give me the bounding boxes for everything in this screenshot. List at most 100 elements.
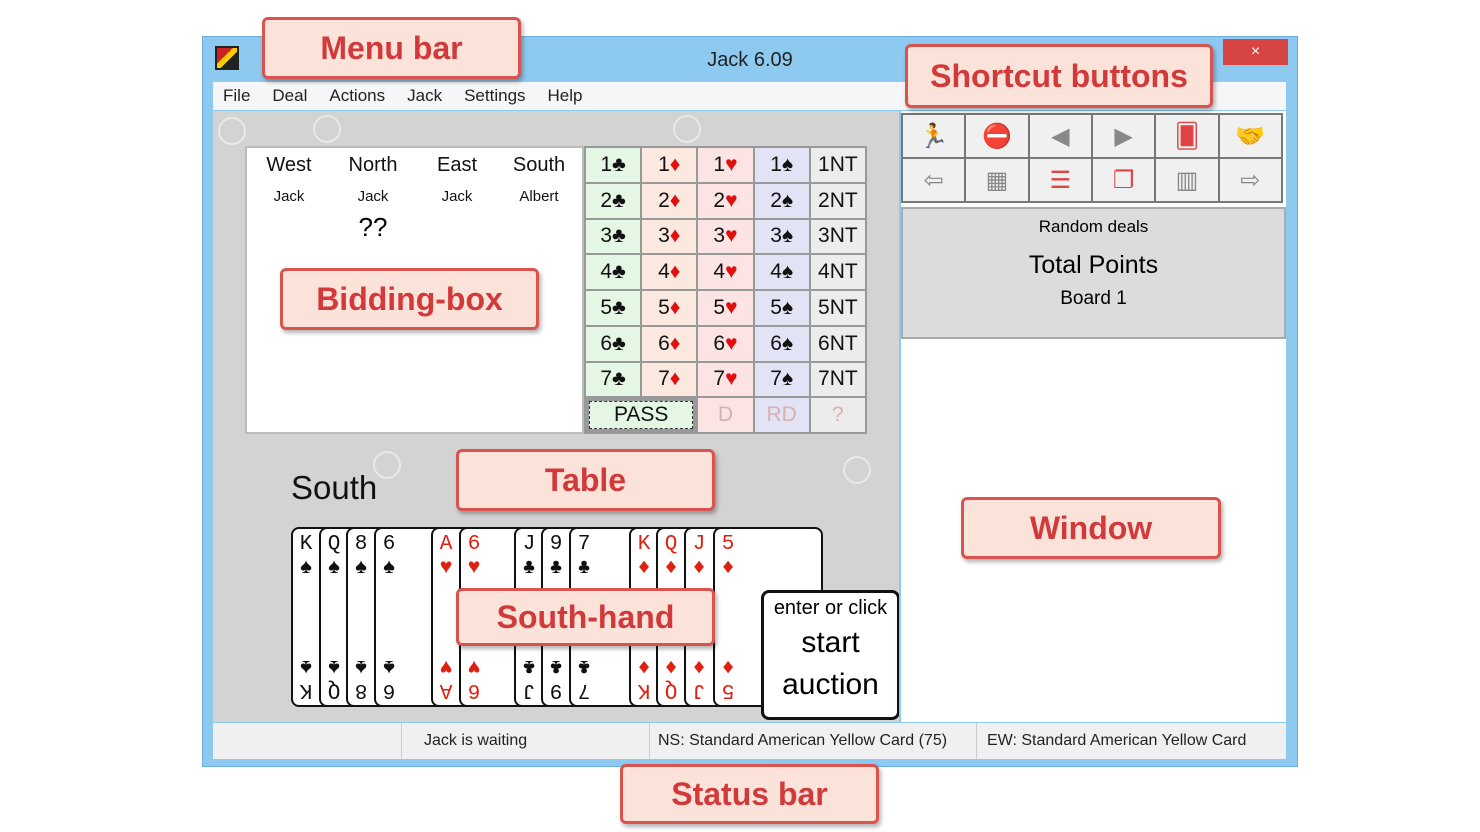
bid-5-diamonds[interactable]: 5♦ [642, 291, 697, 325]
bid-1-clubs[interactable]: 1♣ [586, 148, 641, 182]
menu-help[interactable]: Help [547, 86, 583, 105]
bid-2-hearts[interactable]: 2♥ [698, 183, 753, 218]
bid-level: 5 [713, 295, 726, 319]
bid-3-diamonds[interactable]: 3♦ [642, 219, 697, 254]
scoresheet-button[interactable]: ▦ [966, 159, 1028, 201]
bid-5-spades[interactable]: 5♠ [754, 291, 809, 325]
bid-level: 3 [818, 224, 830, 248]
forward-arrow-button[interactable]: ⇨ [1219, 159, 1281, 201]
stop-button[interactable]: ⛔ [966, 115, 1028, 157]
stack-button[interactable]: ☰ [1029, 159, 1091, 201]
callout-menu-bar: Menu bar [262, 17, 521, 79]
auction-text: auction [782, 668, 879, 701]
card-suit-icon: ♦ [721, 654, 735, 677]
player-east: Jack [441, 188, 473, 205]
bid-level: 4 [713, 260, 726, 284]
card-suit-icon: ♣ [522, 557, 536, 580]
bid-2-spades[interactable]: 2♠ [754, 183, 809, 218]
bid-7-diamonds[interactable]: 7♦ [642, 362, 697, 397]
bid-7-spades[interactable]: 7♠ [754, 362, 809, 397]
columns-button[interactable]: ▥ [1156, 159, 1218, 201]
club-pattern [373, 451, 401, 479]
bid-level: 7 [658, 367, 670, 391]
card-rank: Q [327, 533, 341, 556]
bid-level: 4 [770, 260, 782, 284]
seat-west: West [266, 154, 312, 176]
bid-6-clubs[interactable]: 6♣ [586, 326, 641, 361]
bid-6-diamonds[interactable]: 6♦ [642, 326, 697, 361]
bid-help-button[interactable]: ? [810, 398, 865, 432]
card-rank: J [692, 533, 706, 556]
bid-2-diamonds[interactable]: 2♦ [642, 183, 697, 218]
handshake-button[interactable]: 🤝 [1219, 115, 1281, 157]
bid-1-diamonds[interactable]: 1♦ [642, 148, 697, 182]
bid-level: 7 [818, 367, 830, 391]
bid-7-hearts[interactable]: 7♥ [698, 362, 753, 397]
bid-level: 4 [818, 260, 830, 284]
club-pattern [218, 117, 246, 145]
bid-3-hearts[interactable]: 3♥ [698, 219, 753, 254]
next-button[interactable]: ▶ [1092, 115, 1155, 157]
status-jack: Jack is waiting [401, 723, 649, 759]
deal-hand-button[interactable]: 🂠 [1156, 115, 1218, 157]
bid-level: 5 [818, 295, 830, 319]
menu-file[interactable]: File [223, 86, 251, 105]
menu-actions[interactable]: Actions [329, 86, 386, 105]
bid-1-spades[interactable]: 1♠ [754, 148, 809, 182]
run-button[interactable]: 🏃 [903, 115, 965, 157]
status-bar: Jack is waiting NS: Standard American Ye… [213, 723, 1286, 759]
card-suit-icon: ♥ [439, 654, 453, 677]
redouble-button[interactable]: RD [754, 398, 809, 432]
bid-2-clubs[interactable]: 2♣ [586, 183, 641, 218]
bid-level: 1 [713, 152, 726, 176]
bid-7-clubs[interactable]: 7♣ [586, 362, 641, 397]
card-suit-icon: ♠ [299, 557, 313, 580]
start-hint: enter or click [773, 597, 888, 619]
clubs-icon: ♣ [612, 188, 626, 212]
menu-jack[interactable]: Jack [407, 86, 443, 105]
diamonds-icon: ♦ [669, 260, 681, 284]
diamonds-icon: ♦ [669, 152, 681, 176]
bid-3-spades[interactable]: 3♠ [754, 219, 809, 254]
bid-level: 4 [600, 260, 613, 284]
bid-1-hearts[interactable]: 1♥ [698, 148, 753, 182]
back-arrow-button[interactable]: ⇦ [903, 159, 965, 201]
bid-3-clubs[interactable]: 3♣ [586, 219, 641, 254]
bid-level: 2 [658, 188, 670, 212]
close-button[interactable]: × [1223, 39, 1288, 65]
menu-deal[interactable]: Deal [272, 86, 308, 105]
card-suit-icon: ♠ [354, 654, 368, 677]
bid-4-clubs[interactable]: 4♣ [586, 255, 641, 289]
pass-button[interactable]: PASS [589, 401, 694, 429]
hearts-icon: ♥ [725, 295, 738, 319]
bid-6-spades[interactable]: 6♠ [754, 326, 809, 361]
bid-4-hearts[interactable]: 4♥ [698, 255, 753, 289]
menu-settings[interactable]: Settings [464, 86, 526, 105]
start-auction-button[interactable]: enter or click start auction [761, 590, 899, 720]
bid-5-hearts[interactable]: 5♥ [698, 291, 753, 325]
double-button[interactable]: D [698, 398, 753, 432]
cards-button[interactable]: ❐ [1092, 159, 1155, 201]
bid-6-hearts[interactable]: 6♥ [698, 326, 753, 361]
card-rank: 6 [382, 678, 396, 701]
previous-icon: ◀ [1051, 122, 1070, 150]
right-panel: 🏃⛔◀▶🂠🤝⇦▦☰❐▥⇨ Random deals Total Points B… [901, 111, 1286, 722]
bid-5-clubs[interactable]: 5♣ [586, 291, 641, 325]
card-rank: 6 [467, 678, 481, 701]
previous-button[interactable]: ◀ [1029, 115, 1091, 157]
bid-4-diamonds[interactable]: 4♦ [642, 255, 697, 289]
bid-4-spades[interactable]: 4♠ [754, 255, 809, 289]
spades-icon: ♠ [781, 331, 794, 355]
bid-level: 1 [818, 152, 830, 176]
card-rank: K [637, 678, 651, 701]
card-suit-icon: ♣ [522, 654, 536, 677]
notrump-icon: NT [829, 295, 858, 319]
stack-icon: ☰ [1049, 166, 1072, 194]
